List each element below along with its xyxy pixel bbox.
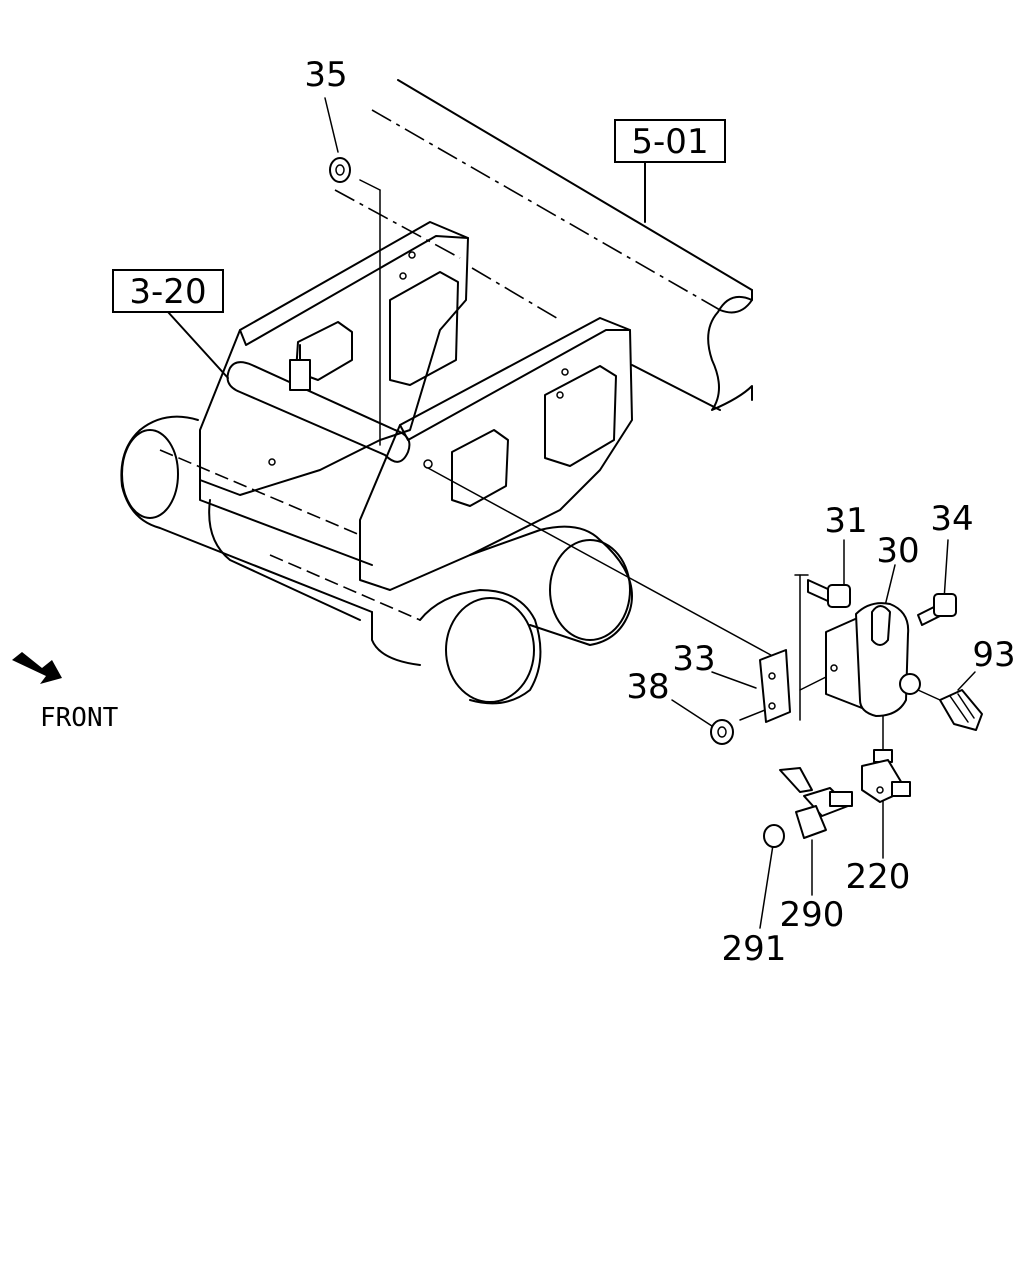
ref-label-5-01: 5-01 (631, 122, 708, 162)
ref-box-5-01: 5-01 (614, 119, 726, 163)
callout-34: 34 (930, 499, 973, 539)
front-label: FRONT (40, 703, 119, 733)
callout-31: 31 (824, 501, 867, 541)
callout-30: 30 (876, 531, 919, 571)
callout-290: 290 (780, 895, 845, 935)
callout-33: 33 (672, 639, 715, 679)
front-arrow-icon (12, 652, 62, 684)
part-290-drain-cock (779, 767, 853, 839)
part-35-nut (329, 157, 351, 183)
callout-35: 35 (304, 55, 347, 95)
callout-38: 38 (626, 667, 669, 707)
part-220-tee (861, 749, 911, 803)
leaders (167, 97, 976, 929)
air-tanks (120, 415, 633, 705)
part-31-bolt (807, 579, 851, 608)
part-34-bolt (917, 593, 957, 626)
crossmember (199, 221, 633, 591)
part-38-nut (710, 719, 734, 745)
callout-291: 291 (722, 929, 787, 969)
part-33-bracket (759, 649, 791, 723)
part-30-valve (825, 602, 921, 717)
ref-box-3-20: 3-20 (112, 269, 224, 313)
callout-93: 93 (972, 635, 1015, 675)
ref-label-3-20: 3-20 (129, 272, 206, 312)
part-93-fitting (939, 689, 983, 731)
callout-220: 220 (846, 857, 911, 897)
part-291-cap (763, 824, 785, 848)
frame-rail (334, 79, 753, 411)
